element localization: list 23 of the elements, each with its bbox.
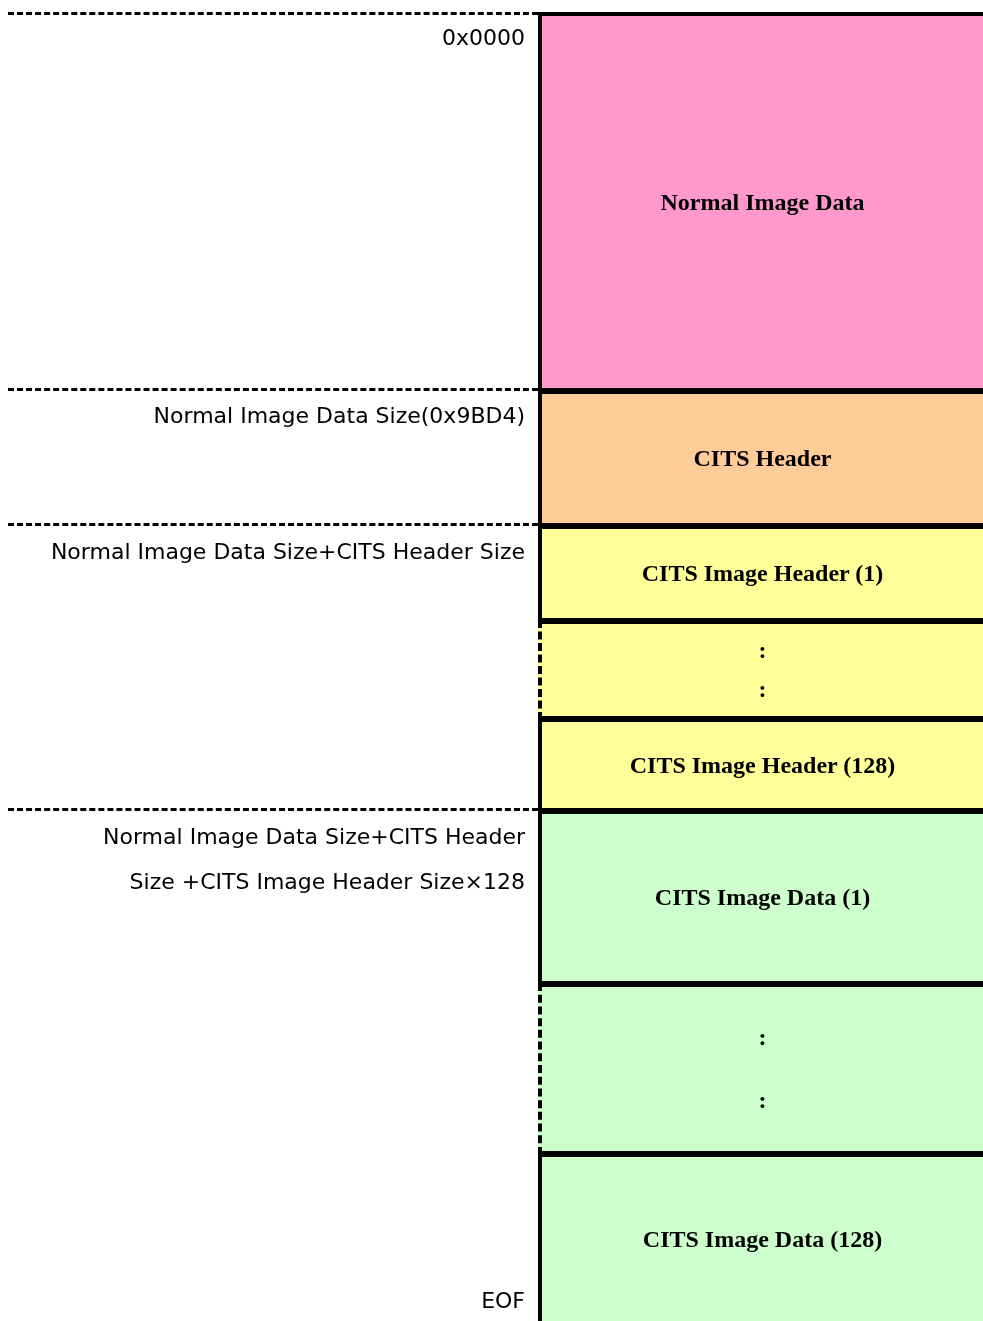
- memory-block: [538, 12, 983, 392]
- address-label: Normal Image Data Size(0x9BD4): [153, 402, 525, 430]
- address-label: EOF: [481, 1287, 525, 1315]
- block-label: Normal Image Data: [660, 188, 865, 216]
- ellipsis-mark: :: [758, 676, 767, 704]
- address-label: Normal Image Data Size+CITS Header Size: [50, 538, 525, 566]
- ellipsis-mark: :: [758, 1087, 767, 1115]
- ellipsis-mark: :: [758, 636, 767, 664]
- memory-block: [538, 983, 983, 1155]
- ellipsis-mark: :: [758, 1023, 767, 1051]
- address-label: Normal Image Data Size+CITS Header Size +CITS Image Header Size×128: [102, 823, 525, 896]
- memory-block: [538, 620, 983, 720]
- memory-block: [538, 525, 983, 622]
- address-label: 0x0000: [442, 24, 525, 52]
- block-label: CITS Image Header (1): [641, 560, 884, 587]
- block-label: CITS Image Header (128): [629, 751, 896, 779]
- block-label: CITS Image Data (128): [642, 1225, 883, 1253]
- memory-block: [538, 810, 983, 985]
- memory-block: [538, 718, 983, 812]
- memory-block: [538, 390, 983, 527]
- memory-block: [538, 1153, 983, 1321]
- block-label: CITS Header: [693, 445, 832, 472]
- block-label: CITS Image Data (1): [654, 884, 871, 911]
